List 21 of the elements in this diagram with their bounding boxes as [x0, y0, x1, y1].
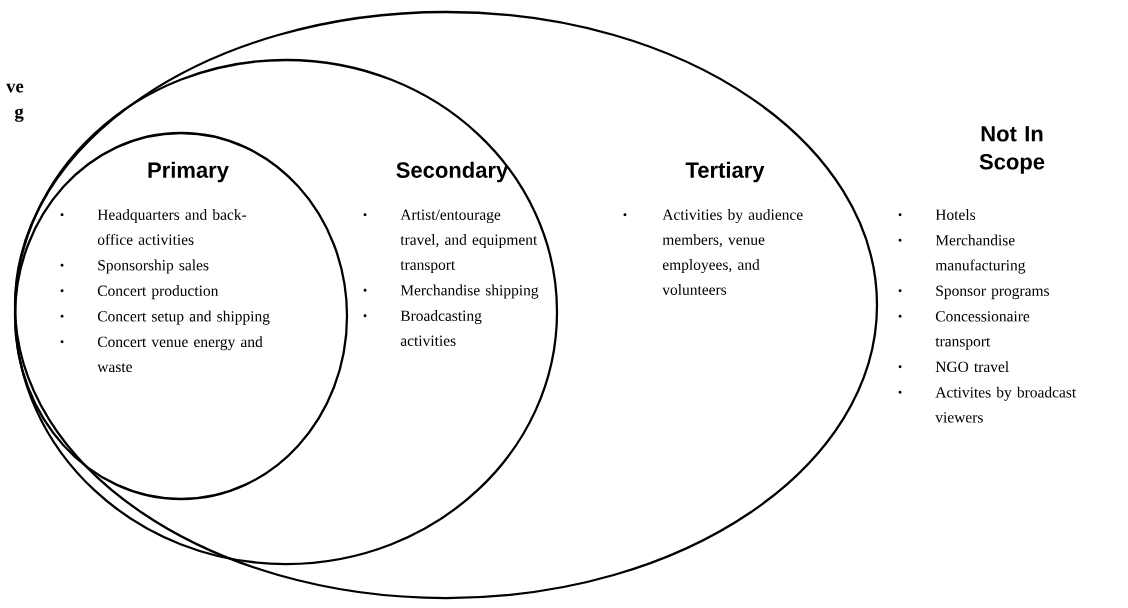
list-item: Merchandise shipping: [363, 284, 539, 299]
list-item: Concert venue energy and waste: [60, 336, 263, 373]
list-item: Activites by broadcast viewers: [898, 386, 1077, 423]
list-item: NGO travel: [898, 361, 1009, 373]
heading: Secondary: [396, 161, 509, 183]
list-item: Merchandise manufacturing: [898, 234, 1026, 274]
list-item: Concessionaire transport: [898, 311, 1030, 350]
list-item: Broadcasting activities: [363, 310, 482, 346]
heading: Tertiary: [685, 161, 765, 183]
list-item: Hotels: [898, 209, 976, 220]
list-item: Sponsorship sales: [60, 259, 209, 274]
list-item: Activities by audience members, venue employees, and volunteers: [623, 209, 803, 295]
list-item: Concert production: [60, 285, 219, 300]
list-item: Artist/entourage travel, and equipment transport: [363, 209, 538, 274]
heading: Primary: [148, 161, 229, 183]
text-fragment: ve: [6, 83, 24, 93]
list-item: Concert setup and shipping: [60, 310, 270, 325]
list-item: Headquarters and back-office activities: [60, 209, 247, 245]
heading: Not In Scope: [979, 126, 1045, 174]
list-item: Sponsor programs: [898, 285, 1049, 300]
scope-circle: [13, 131, 349, 501]
